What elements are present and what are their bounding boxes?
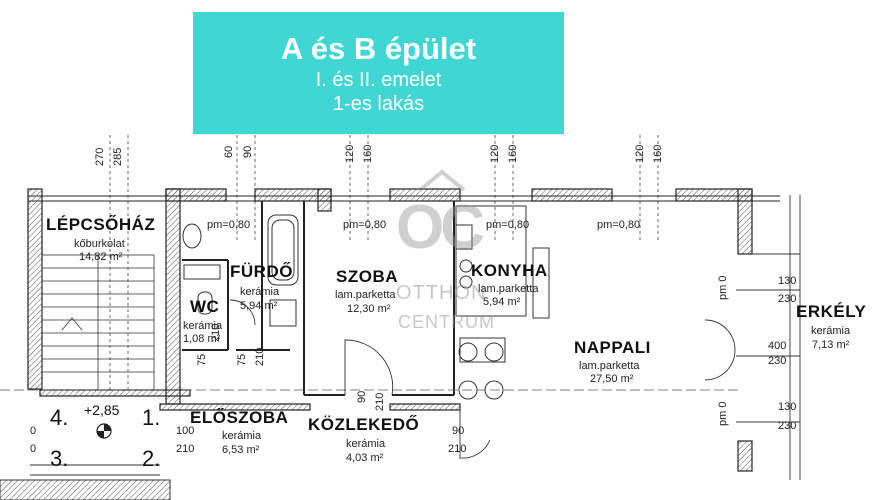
dim-c160: 160 — [652, 144, 664, 163]
balcony-230-b: 230 — [768, 355, 787, 367]
door-e-210: 210 — [176, 443, 195, 455]
room-wc-name: WC — [190, 297, 220, 316]
room-szoba-material: lam.parketta — [335, 289, 396, 301]
dim-60: 60 — [223, 145, 235, 158]
room-eloszoba-name: ELŐSZOBA — [190, 408, 289, 427]
balcony-130-a: 130 — [778, 275, 797, 287]
unit-2: 2. — [142, 446, 161, 471]
room-szoba-area: 12,30 m² — [347, 303, 391, 315]
watermark-line1: OTTHON — [396, 282, 487, 304]
room-eloszoba-material: kerámia — [222, 430, 262, 442]
balcony-130-b: 130 — [778, 401, 797, 413]
interior-walls — [182, 201, 455, 396]
balcony-pm0-a: pm 0 — [717, 275, 729, 300]
parapet-3: pm=0,80 — [486, 219, 530, 231]
dim-90: 90 — [242, 145, 254, 158]
level-marker-icon — [96, 423, 112, 439]
room-nappali-area: 27,50 m² — [590, 373, 634, 385]
balcony-400: 400 — [768, 340, 787, 352]
door-e-100: 100 — [176, 425, 195, 437]
watermark-line2: CENTRUM — [398, 312, 495, 332]
parapet-1: pm=0,80 — [207, 219, 251, 231]
dim-270: 270 — [94, 147, 106, 166]
banner-title: A és B épület — [280, 31, 477, 66]
dim-b160: 160 — [507, 144, 519, 163]
room-kozlekedo-material: kerámia — [346, 438, 386, 450]
banner-floors: I. és II. emelet — [315, 69, 442, 91]
door-b-75: 75 — [236, 353, 248, 366]
watermark-logo: OC — [396, 193, 485, 262]
walls — [27, 188, 753, 472]
room-konyha-material: lam.parketta — [478, 283, 539, 295]
door-wc-75: 75 — [196, 353, 208, 366]
door-s-210: 210 — [374, 392, 386, 411]
zero-2: 0 — [30, 443, 37, 455]
watermark-logo-icon — [418, 169, 466, 192]
door-k-210: 210 — [448, 443, 467, 455]
title-banner: A és B épület I. és II. emelet 1-es laká… — [193, 12, 564, 134]
room-kozlekedo-name: KÖZLEKEDŐ — [308, 415, 420, 434]
dim-a120: 120 — [344, 144, 356, 163]
stairs — [41, 254, 155, 391]
door-wc-210: 210 — [210, 323, 222, 342]
neighbor-units — [0, 464, 171, 500]
dimension-lines — [109, 135, 659, 390]
door-k-90: 90 — [452, 425, 465, 437]
level-value: +2,85 — [84, 402, 120, 418]
parapet-2: pm=0,80 — [343, 219, 387, 231]
room-konyha-name: KONYHA — [471, 261, 548, 280]
kitchen-fixtures — [455, 205, 550, 400]
room-lepcsohaz-material: kőburkolat — [74, 238, 125, 250]
room-erkely-area: 7,13 m² — [812, 339, 850, 351]
balcony-230-c: 230 — [778, 420, 797, 432]
room-erkely-name: ERKÉLY — [796, 302, 867, 321]
room-furdo-area: 5,94 m² — [240, 300, 278, 312]
bathroom-fixtures — [182, 214, 299, 327]
balcony-pm0-b: pm 0 — [717, 401, 729, 426]
balcony — [736, 195, 801, 480]
dim-285: 285 — [112, 147, 124, 166]
room-lepcsohaz-name: LÉPCSŐHÁZ — [46, 215, 156, 234]
room-nappali-material: lam.parketta — [579, 360, 640, 372]
dim-b120: 120 — [489, 144, 501, 163]
banner-unit: 1-es lakás — [332, 93, 425, 115]
balcony-230-a: 230 — [778, 293, 797, 305]
unit-4: 4. — [50, 405, 69, 430]
dim-c120: 120 — [634, 144, 646, 163]
room-wc-material: kerámia — [183, 320, 223, 332]
room-erkely-material: kerámia — [811, 325, 851, 337]
room-furdo-material: kerámia — [240, 286, 280, 298]
room-konyha-area: 5,94 m² — [483, 296, 521, 308]
room-kozlekedo-area: 4,03 m² — [346, 452, 384, 464]
doors — [229, 299, 736, 459]
room-wc-area: 1,08 m² — [183, 333, 221, 345]
unit-3: 3. — [50, 446, 69, 471]
room-furdo-name: FÜRDŐ — [230, 262, 293, 281]
room-nappali-name: NAPPALI — [574, 338, 651, 357]
parapet-4: pm=0,80 — [597, 219, 641, 231]
unit-1: 1. — [142, 405, 161, 430]
door-b-210: 210 — [254, 347, 266, 366]
dim-a160: 160 — [362, 144, 374, 163]
room-lepcsohaz-area: 14,82 m² — [79, 251, 123, 263]
door-s-90: 90 — [356, 390, 368, 403]
room-szoba-name: SZOBA — [336, 267, 398, 286]
zero-1: 0 — [30, 425, 37, 437]
room-eloszoba-area: 6,53 m² — [222, 444, 260, 456]
